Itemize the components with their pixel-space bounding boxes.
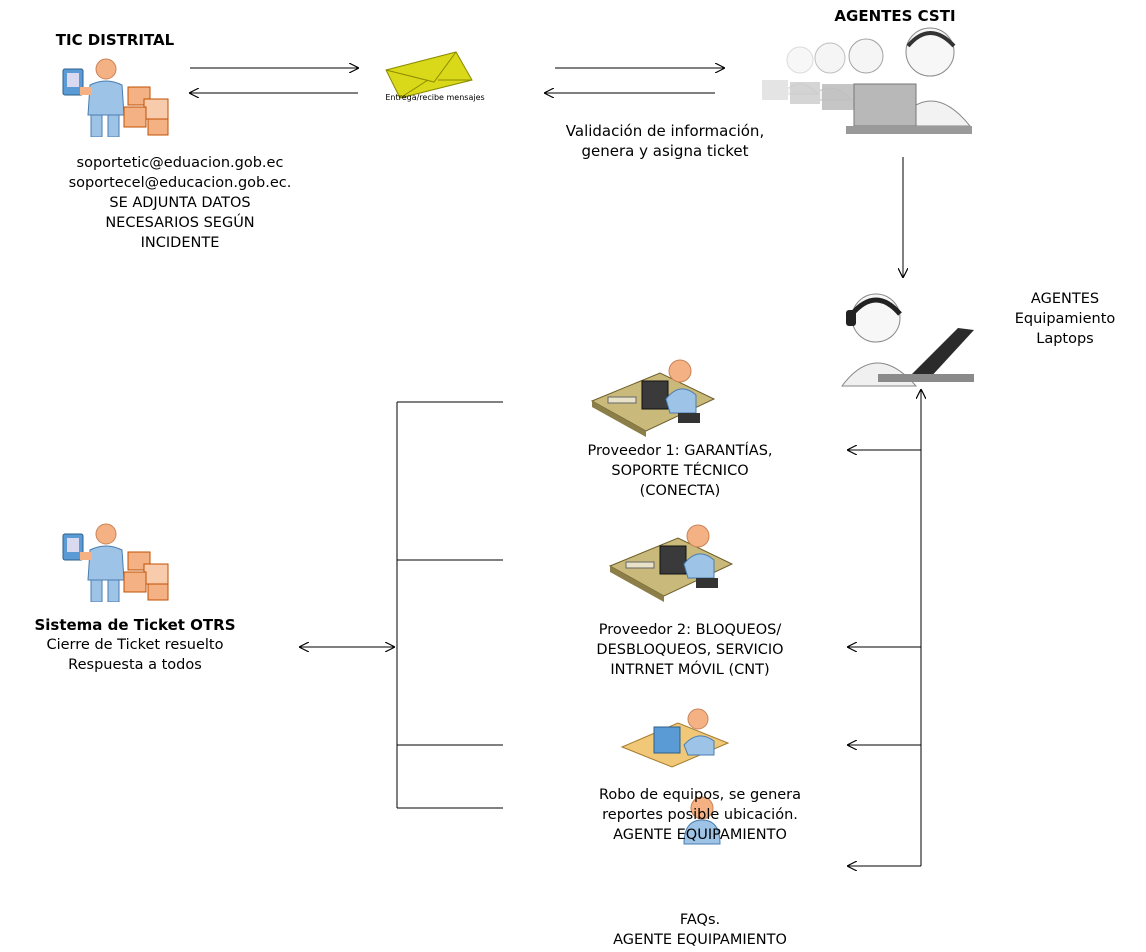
laptops-line-1: AGENTES (1030, 291, 1100, 307)
provider-3-line-3: AGENTE EQUIPAMIENTO (613, 827, 787, 843)
provider-3-line-2: reportes posible ubicación. (602, 807, 798, 823)
provider-1-line-2: SOPORTE TÉCNICO (611, 463, 749, 479)
provider-1-line-1: Proveedor 1: GARANTÍAS, (587, 443, 773, 459)
otrs-system-person-icon (62, 523, 169, 602)
call-center-agents-icon (762, 27, 972, 134)
provider-4-line-2: AGENTE EQUIPAMIENTO (613, 932, 787, 948)
envelope-icon (385, 51, 473, 99)
provider-2-line-3: INTRNET MÓVIL (CNT) (610, 662, 770, 678)
laptop-agent-icon (841, 293, 974, 387)
provider-3-label: Robo de equipos, se genera reportes posi… (540, 785, 860, 845)
laptops-line-2: Equipamiento (1014, 311, 1116, 327)
otrs-label: Sistema de Ticket OTRS Cierre de Ticket … (0, 615, 270, 675)
provider-3-line-1: Robo de equipos, se genera (598, 787, 802, 803)
csti-desc-1: Validación de información, (565, 122, 765, 140)
provider-1-workstation-icon (590, 359, 716, 437)
provider-3-workstation-icon (620, 708, 730, 768)
otrs-title: Sistema de Ticket OTRS (34, 616, 236, 634)
tic-note-3: INCIDENTE (140, 235, 220, 251)
laptops-label: AGENTES Equipamiento Laptops (995, 289, 1135, 349)
provider-1-label: Proveedor 1: GARANTÍAS, SOPORTE TÉCNICO … (520, 441, 840, 501)
provider-2-line-1: Proveedor 2: BLOQUEOS/ (598, 622, 782, 638)
faq-agent-icon (683, 796, 721, 845)
provider-1-line-3: (CONECTA) (639, 483, 721, 499)
csti-title: AGENTES CSTI (834, 7, 956, 25)
csti-description: Validación de información, genera y asig… (520, 121, 810, 161)
provider-4-line-1: FAQs. (679, 912, 721, 928)
tic-description: soportetic@eduacion.gob.ec soportecel@ed… (30, 153, 330, 253)
otrs-line-2: Respuesta a todos (68, 657, 202, 673)
tic-title: TIC DISTRITAL (55, 31, 175, 49)
tic-email-2: soportecel@educacion.gob.ec. (68, 175, 292, 191)
tic-note-1: SE ADJUNTA DATOS (109, 195, 251, 211)
csti-desc-2: genera y asigna ticket (581, 142, 749, 160)
provider-2-workstation-icon (608, 524, 734, 602)
tic-note-2: NECESARIOS SEGÚN (105, 215, 255, 231)
provider-4-label: FAQs. AGENTE EQUIPAMIENTO (540, 910, 860, 950)
provider-2-line-2: DESBLOQUEOS, SERVICIO (596, 642, 784, 658)
laptops-line-3: Laptops (1036, 331, 1094, 347)
delivery-person-icon (62, 58, 169, 137)
tic-email-1: soportetic@eduacion.gob.ec (76, 155, 284, 171)
envelope-caption: Entrega/recibe mensajes (385, 93, 485, 102)
provider-2-label: Proveedor 2: BLOQUEOS/ DESBLOQUEOS, SERV… (530, 620, 850, 680)
otrs-line-1: Cierre de Ticket resuelto (46, 637, 224, 653)
